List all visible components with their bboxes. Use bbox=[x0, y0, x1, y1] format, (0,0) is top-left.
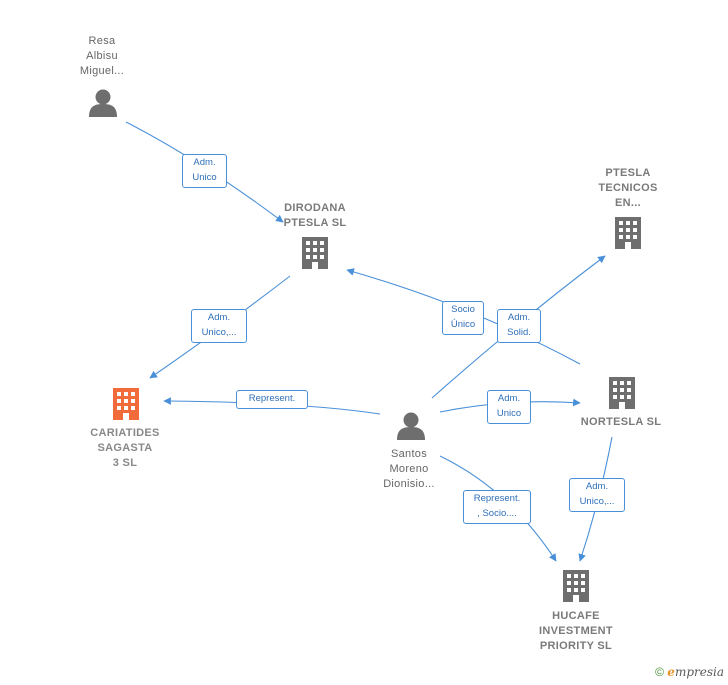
copyright-icon: © bbox=[655, 665, 664, 679]
brand-initial: e bbox=[667, 665, 675, 679]
brand-footer: © empresia bbox=[655, 665, 724, 679]
edge-label-santos-cariatides: Represent. bbox=[236, 390, 308, 409]
edge-label-santos-ptesla: Adm. Solid. bbox=[497, 309, 541, 343]
node-label-nortesla[interactable]: NORTESLA SL bbox=[580, 416, 662, 428]
building-icon[interactable] bbox=[609, 377, 635, 409]
brand-logo: empresia bbox=[667, 665, 724, 679]
edge-label-resa-dirodana: Adm. Unico bbox=[182, 154, 227, 188]
building-icon[interactable] bbox=[615, 217, 641, 249]
node-label-ptesla-tecnicos[interactable]: PTESLA TECNICOS EN... bbox=[598, 167, 658, 209]
edge-label-santos-dirodana: Socio Único bbox=[442, 301, 484, 335]
building-icon[interactable] bbox=[302, 237, 328, 269]
edge-label-santos-hucafe: Represent. , Socio.... bbox=[463, 490, 531, 524]
node-label-cariatides[interactable]: CARIATIDES SAGASTA 3 SL bbox=[90, 427, 160, 469]
building-icon[interactable] bbox=[113, 388, 139, 420]
brand-name: mpresia bbox=[674, 665, 724, 679]
person-icon[interactable] bbox=[89, 89, 117, 118]
building-icon[interactable] bbox=[563, 570, 589, 602]
node-label-santos[interactable]: Santos Moreno Dionisio... bbox=[383, 448, 435, 490]
edge-label-nortesla-hucafe: Adm. Unico,... bbox=[569, 478, 625, 512]
edge-label-santos-nortesla: Adm. Unico bbox=[487, 390, 531, 424]
person-icon[interactable] bbox=[397, 412, 425, 441]
edge-label-dirodana-cariatides: Adm. Unico,... bbox=[191, 309, 247, 343]
node-label-resa[interactable]: Resa Albisu Miguel... bbox=[79, 35, 125, 77]
node-label-hucafe[interactable]: HUCAFE INVESTMENT PRIORITY SL bbox=[539, 610, 613, 652]
node-label-dirodana[interactable]: DIRODANA PTESLA SL bbox=[283, 202, 347, 229]
